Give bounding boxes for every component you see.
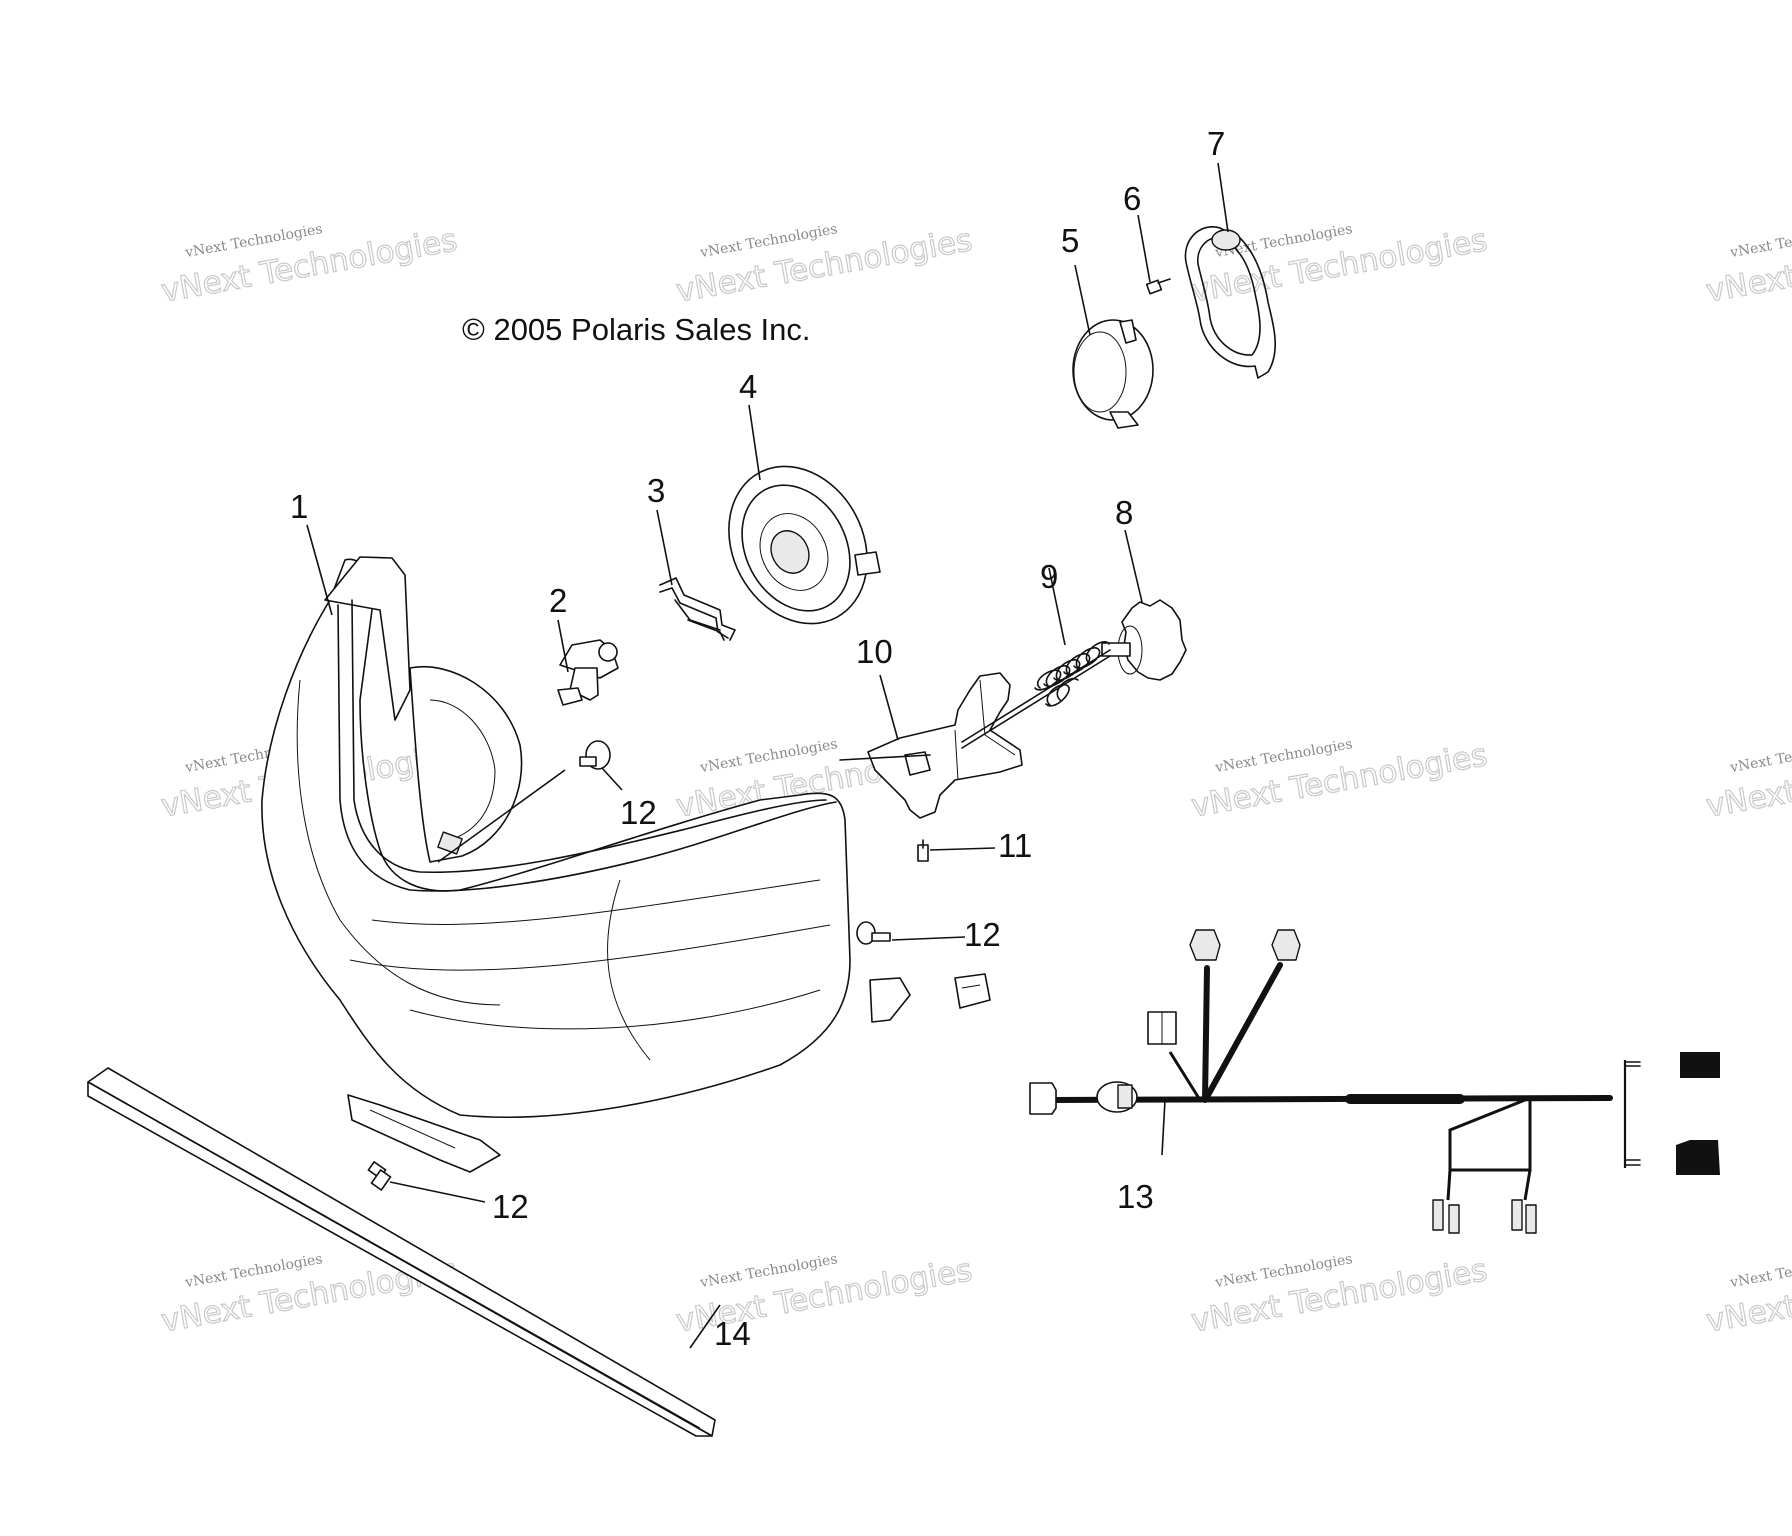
callout-1[interactable]: 1 <box>290 488 308 525</box>
connector-lower-right <box>1676 1140 1720 1175</box>
callout-12-upper[interactable]: 12 <box>620 794 657 831</box>
part-10-adjuster-bracket[interactable] <box>839 649 1111 819</box>
part-13-wiring-harness[interactable] <box>1029 929 1720 1234</box>
callout-13[interactable]: 13 <box>1117 1178 1154 1215</box>
part-5-position-lamp[interactable] <box>1072 319 1154 429</box>
watermark-tile: vNext Technologies vNext Technologies <box>1703 221 1792 310</box>
callout-10[interactable]: 10 <box>856 633 893 670</box>
callout-9[interactable]: 9 <box>1040 558 1058 595</box>
watermark-tile: vNext Technologies vNext Technologies <box>158 221 460 310</box>
svg-text:vNext Technologies: vNext Technologies <box>1704 737 1792 824</box>
part-9-adjuster-spring[interactable] <box>1034 641 1110 707</box>
svg-text:vNext Technologies: vNext Technologies <box>1704 222 1792 309</box>
part-4-bulb-boot-cover[interactable] <box>702 442 894 648</box>
callout-12-lower[interactable]: 12 <box>492 1188 529 1225</box>
callout-14[interactable]: 14 <box>714 1315 751 1352</box>
leader-lines <box>306 162 1229 1349</box>
svg-text:vNext Technologies: vNext Technologies <box>1704 1252 1792 1339</box>
svg-text:vNext Technologies: vNext Technologies <box>1728 736 1792 776</box>
watermark-tile: vNext Technologies vNext Technologies <box>1703 736 1792 825</box>
part-12-mounting-screw-lower[interactable] <box>367 1161 392 1191</box>
part-3-bulb-retaining-clip[interactable] <box>659 577 736 641</box>
part-1-headlight-housing[interactable] <box>261 556 911 1173</box>
callout-12-middle[interactable]: 12 <box>964 916 1001 953</box>
watermark-tile: vNext Technologies vNext Technologies <box>673 221 975 310</box>
watermark-layer: vNext Technologies vNext Technologies vN… <box>158 221 1792 1340</box>
part-14-foam-strip[interactable] <box>87 1067 716 1437</box>
callout-labels: 1 2 3 4 5 6 7 8 9 10 11 12 12 12 13 14 <box>290 125 1225 1352</box>
callout-2[interactable]: 2 <box>549 582 567 619</box>
watermark-tile: vNext Technologies vNext Technologies <box>1188 736 1490 825</box>
svg-text:vNext Technologies: vNext Technologies <box>1728 221 1792 261</box>
part-2-headlight-bulb[interactable] <box>557 639 619 706</box>
part-7-lamp-gasket[interactable] <box>1184 226 1276 379</box>
callout-5[interactable]: 5 <box>1061 222 1079 259</box>
callout-3[interactable]: 3 <box>647 472 665 509</box>
callout-11[interactable]: 11 <box>998 827 1032 864</box>
part-12-mounting-screw-upper[interactable] <box>579 740 611 770</box>
part-6-lamp-screw[interactable] <box>1145 278 1171 295</box>
callout-6[interactable]: 6 <box>1123 180 1141 217</box>
watermark-tile: vNext Technologies vNext Technologies <box>1703 1251 1792 1340</box>
copyright-notice: © 2005 Polaris Sales Inc. <box>462 312 811 347</box>
part-11-bracket-screw[interactable] <box>917 839 929 862</box>
callout-7[interactable]: 7 <box>1207 125 1225 162</box>
connector-upper-right <box>1680 1052 1720 1078</box>
callout-4[interactable]: 4 <box>739 368 757 405</box>
svg-text:vNext Technologies: vNext Technologies <box>1728 1251 1792 1291</box>
callout-8[interactable]: 8 <box>1115 494 1133 531</box>
watermark-tile: vNext Technologies vNext Technologies <box>1188 1251 1490 1340</box>
part-12-mounting-screw-middle[interactable] <box>856 921 991 1009</box>
part-8-adjuster-knob[interactable] <box>1101 599 1187 681</box>
